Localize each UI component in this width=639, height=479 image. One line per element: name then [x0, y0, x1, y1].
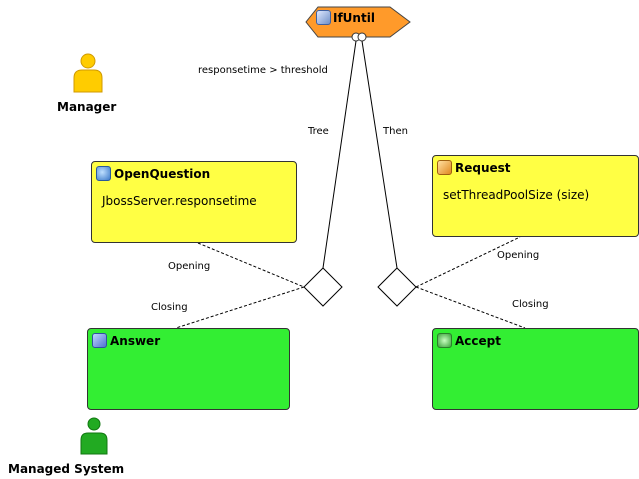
condition-label: responsetime > threshold [198, 65, 328, 76]
left-opening-connector [197, 242, 305, 288]
accept-title: Accept [455, 333, 501, 348]
left-opening-label: Opening [168, 261, 211, 272]
answer-box[interactable]: Answer [87, 328, 290, 410]
answer-title: Answer [110, 333, 161, 348]
managed-system-actor-icon [80, 417, 108, 455]
then-branch-label: Then [383, 126, 408, 137]
request-box[interactable]: Request setThreadPoolSize (size) [432, 155, 639, 237]
right-decision-diamond[interactable] [377, 267, 417, 307]
open-question-body: JbossServer.responsetime [102, 194, 257, 208]
manager-role-label: Manager [57, 100, 117, 114]
accept-header: Accept [437, 333, 501, 348]
request-header: Request [437, 160, 511, 175]
managed-system-role-label: Managed System [8, 462, 125, 476]
ifuntil-node-shape[interactable] [305, 6, 411, 38]
ifuntil-icon [316, 10, 331, 25]
request-body: setThreadPoolSize (size) [443, 188, 590, 202]
tree-branch-label: Tree [308, 126, 329, 137]
right-closing-connector [415, 286, 526, 329]
accept-box[interactable]: Accept [432, 328, 639, 410]
open-question-header: OpenQuestion [96, 166, 210, 181]
answer-header: Answer [92, 333, 160, 348]
request-icon [437, 160, 452, 175]
left-closing-connector [175, 286, 305, 329]
manager-actor-icon [73, 53, 103, 93]
request-title: Request [455, 160, 511, 175]
left-decision-diamond[interactable] [303, 267, 343, 307]
ifuntil-node[interactable]: IfUntil [316, 10, 375, 25]
tree-branch-line [322, 40, 357, 269]
left-closing-label: Closing [151, 302, 188, 313]
ifuntil-title: IfUntil [333, 10, 375, 25]
right-opening-label: Opening [497, 250, 540, 261]
then-branch-line [361, 40, 398, 269]
open-question-box[interactable]: OpenQuestion JbossServer.responsetime [91, 161, 297, 243]
answer-icon [92, 333, 107, 348]
open-question-title: OpenQuestion [114, 166, 211, 181]
accept-icon [437, 333, 452, 348]
right-closing-label: Closing [512, 299, 549, 310]
question-icon [96, 166, 111, 181]
ifuntil-port-right [357, 32, 367, 42]
right-opening-connector [415, 236, 521, 288]
